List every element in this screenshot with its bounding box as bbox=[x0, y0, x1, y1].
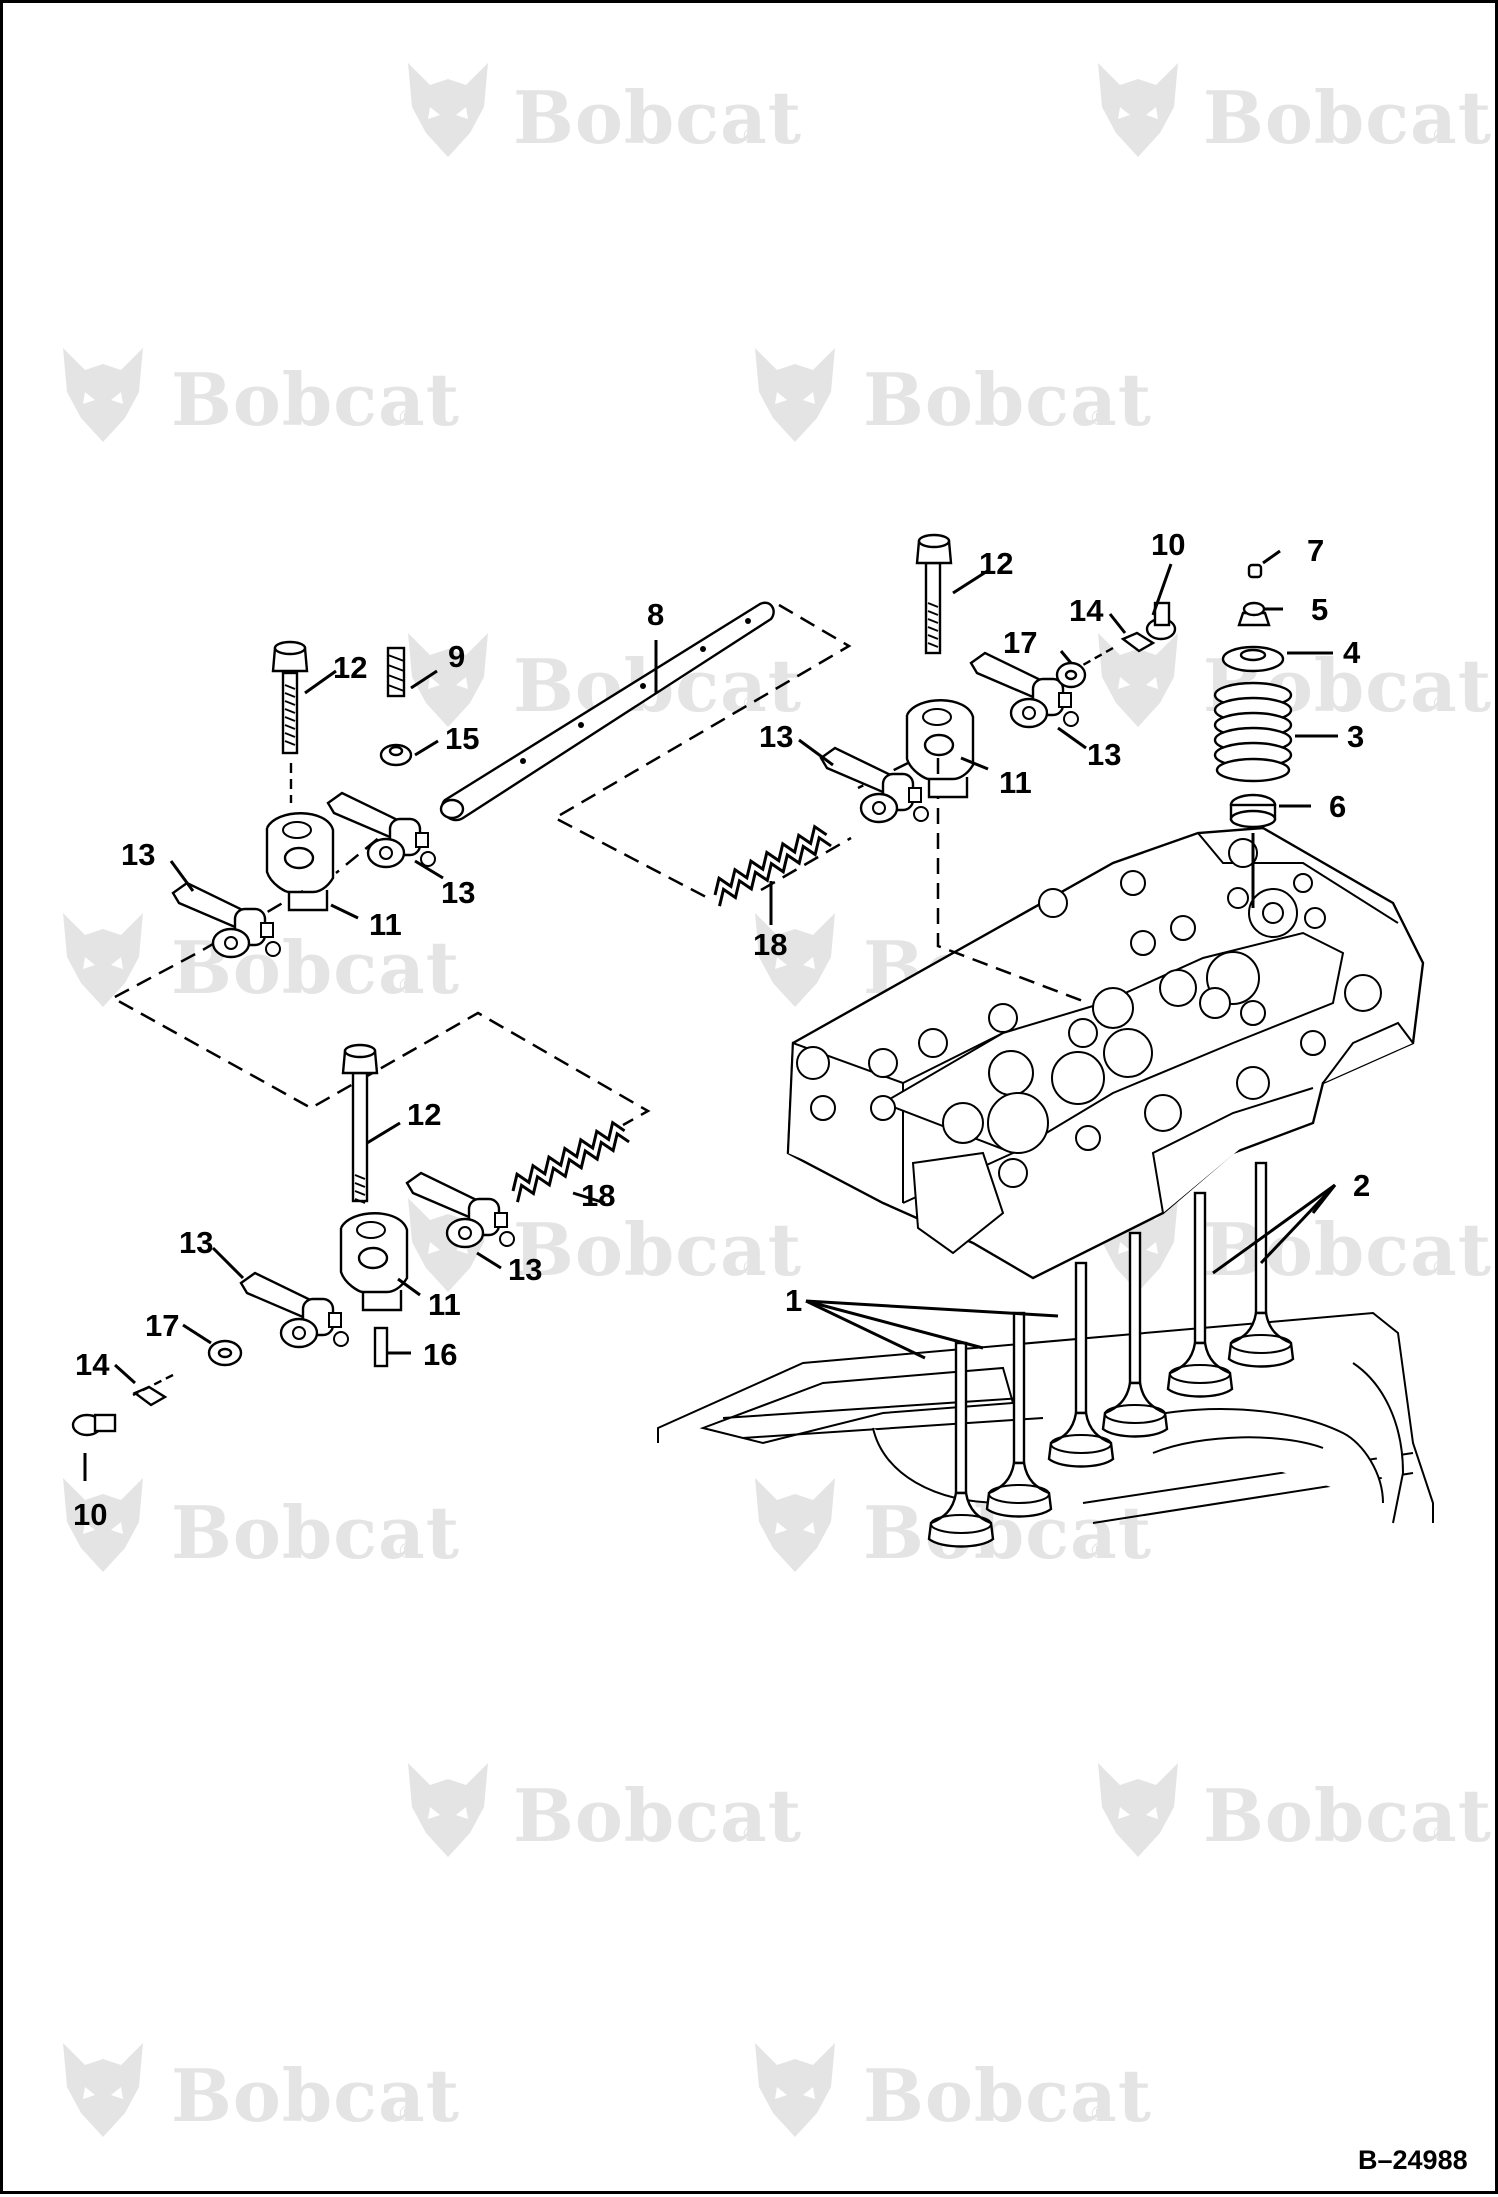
rocker-bracket bbox=[339, 1212, 409, 1312]
watermark-registered-mark: ® bbox=[741, 1822, 761, 1846]
callout-13-upper-right-b: 13 bbox=[1087, 737, 1121, 772]
leader-lines bbox=[83, 549, 1338, 1481]
watermark-brand: Bobcat bbox=[1203, 75, 1492, 160]
watermark-registered-mark: ® bbox=[741, 692, 761, 716]
callout-11-upper-left: 11 bbox=[369, 907, 402, 942]
callout-13-upper-left-b: 13 bbox=[441, 875, 475, 910]
callout-8: 8 bbox=[647, 597, 664, 632]
valve-cap bbox=[1247, 563, 1263, 579]
watermark-registered-mark: ® bbox=[741, 124, 761, 148]
callout-10-lower: 10 bbox=[73, 1497, 107, 1532]
callout-2: 2 bbox=[1353, 1168, 1370, 1203]
callout-14-upper: 14 bbox=[1069, 593, 1104, 628]
watermark-brand: Bobcat bbox=[513, 1773, 802, 1858]
watermark-brand: Bobcat bbox=[513, 75, 802, 160]
watermark-brand: Bobcat bbox=[863, 2053, 1152, 2138]
rocker-assembly-upper-right bbox=[819, 533, 1177, 824]
watermark-brand: Bobcat bbox=[1203, 1773, 1492, 1858]
callout-13-upper-left-a: 13 bbox=[121, 837, 155, 872]
exploded-view-diagram: Bobcat ® Bobcat ® Bobcat ® Bobcat ® Bobc… bbox=[63, 63, 1492, 2175]
watermark-registered-mark: ® bbox=[397, 1539, 417, 1563]
watermark-brand: Bobcat bbox=[171, 357, 460, 442]
callout-13-lower-a: 13 bbox=[179, 1225, 213, 1260]
watermark-brand: Bobcat bbox=[171, 2053, 460, 2138]
watermark-13: Bobcat ® bbox=[408, 1763, 802, 1858]
engine-block bbox=[657, 1311, 1434, 1524]
watermark-brand: Bobcat bbox=[513, 1207, 802, 1292]
rocker-arm-left bbox=[239, 1271, 350, 1349]
valve-spring bbox=[1213, 681, 1293, 783]
small-washer bbox=[1120, 631, 1156, 653]
callout-labels: 1 2 3 4 5 6 7 8 9 10 10 11 11 11 12 12 1… bbox=[73, 527, 1370, 1532]
watermark-11: Bobcat ® bbox=[63, 1478, 460, 1575]
rocker-bracket bbox=[265, 812, 335, 912]
watermark-registered-mark: ® bbox=[397, 406, 417, 430]
bolt-shank bbox=[351, 1071, 369, 1203]
watermark-9: Bobcat ® bbox=[408, 1198, 802, 1292]
callout-12-lower: 12 bbox=[407, 1097, 441, 1132]
valve-spring-stack bbox=[1213, 563, 1293, 908]
watermark-brand: Bobcat bbox=[1203, 1207, 1492, 1292]
watermark-15: Bobcat ® bbox=[63, 2043, 460, 2138]
rocker-shaft bbox=[439, 601, 775, 822]
callout-13-lower-b: 13 bbox=[508, 1252, 542, 1287]
watermark-6: Bobcat ® bbox=[1098, 633, 1491, 728]
callout-14-lower: 14 bbox=[75, 1347, 110, 1382]
watermark-registered-mark: ® bbox=[1089, 406, 1109, 430]
callout-9: 9 bbox=[448, 639, 465, 674]
watermark-3: Bobcat ® bbox=[63, 348, 460, 442]
watermark-registered-mark: ® bbox=[1089, 1539, 1109, 1563]
watermark-1: Bobcat ® bbox=[408, 63, 802, 160]
watermark-registered-mark: ® bbox=[1431, 1256, 1451, 1280]
watermark-2: Bobcat ® bbox=[1098, 63, 1492, 160]
callout-17-lower: 17 bbox=[145, 1308, 179, 1343]
watermark-registered-mark: ® bbox=[741, 1256, 761, 1280]
rocker-assembly-lower-left bbox=[71, 1043, 516, 1437]
figure-reference-number: B–24988 bbox=[1358, 2145, 1468, 2175]
springs bbox=[501, 822, 838, 1204]
watermark-10: Bobcat ® bbox=[1098, 1198, 1492, 1292]
watermark-registered-mark: ® bbox=[1431, 692, 1451, 716]
rocker-bracket bbox=[905, 699, 975, 799]
watermark-4: Bobcat ® bbox=[755, 348, 1152, 442]
callout-11-lower: 11 bbox=[428, 1287, 461, 1322]
cylinder-head bbox=[786, 826, 1425, 1280]
rocker-assembly-upper-left bbox=[171, 640, 437, 959]
callout-10-upper: 10 bbox=[1151, 527, 1185, 562]
callout-17-upper: 17 bbox=[1003, 625, 1037, 660]
watermark-registered-mark: ® bbox=[397, 974, 417, 998]
watermark-registered-mark: ® bbox=[1431, 1822, 1451, 1846]
pin bbox=[373, 1326, 389, 1368]
callout-1: 1 bbox=[785, 1283, 802, 1318]
watermark-layer: Bobcat ® Bobcat ® Bobcat ® Bobcat ® Bobc… bbox=[63, 63, 1492, 2138]
watermark-14: Bobcat ® bbox=[1098, 1763, 1492, 1858]
callout-13-upper-right-a: 13 bbox=[759, 719, 793, 754]
callout-16: 16 bbox=[423, 1337, 457, 1372]
watermark-registered-mark: ® bbox=[1089, 2102, 1109, 2126]
watermark-registered-mark: ® bbox=[397, 2102, 417, 2126]
watermark-registered-mark: ® bbox=[1431, 124, 1451, 148]
callout-4: 4 bbox=[1343, 635, 1361, 670]
rocker-arm-right bbox=[969, 651, 1080, 729]
callout-5: 5 bbox=[1311, 592, 1328, 627]
callout-18-upper: 18 bbox=[753, 927, 787, 962]
callout-12-upper-left: 12 bbox=[333, 650, 367, 685]
watermark-16: Bobcat ® bbox=[755, 2043, 1152, 2138]
bolt-shank bbox=[924, 561, 942, 655]
small-washer bbox=[132, 1385, 168, 1407]
callout-12-upper-right: 12 bbox=[979, 546, 1013, 581]
callout-6: 6 bbox=[1329, 789, 1346, 824]
watermark-brand: Bobcat bbox=[863, 357, 1152, 442]
callout-15: 15 bbox=[445, 721, 479, 756]
rocker-arm-right bbox=[326, 791, 437, 869]
callout-7: 7 bbox=[1307, 533, 1324, 568]
callout-11-upper-right: 11 bbox=[999, 765, 1032, 800]
callout-18-lower: 18 bbox=[581, 1178, 615, 1213]
watermark-brand: Bobcat bbox=[171, 1490, 460, 1575]
callout-3: 3 bbox=[1347, 719, 1364, 754]
